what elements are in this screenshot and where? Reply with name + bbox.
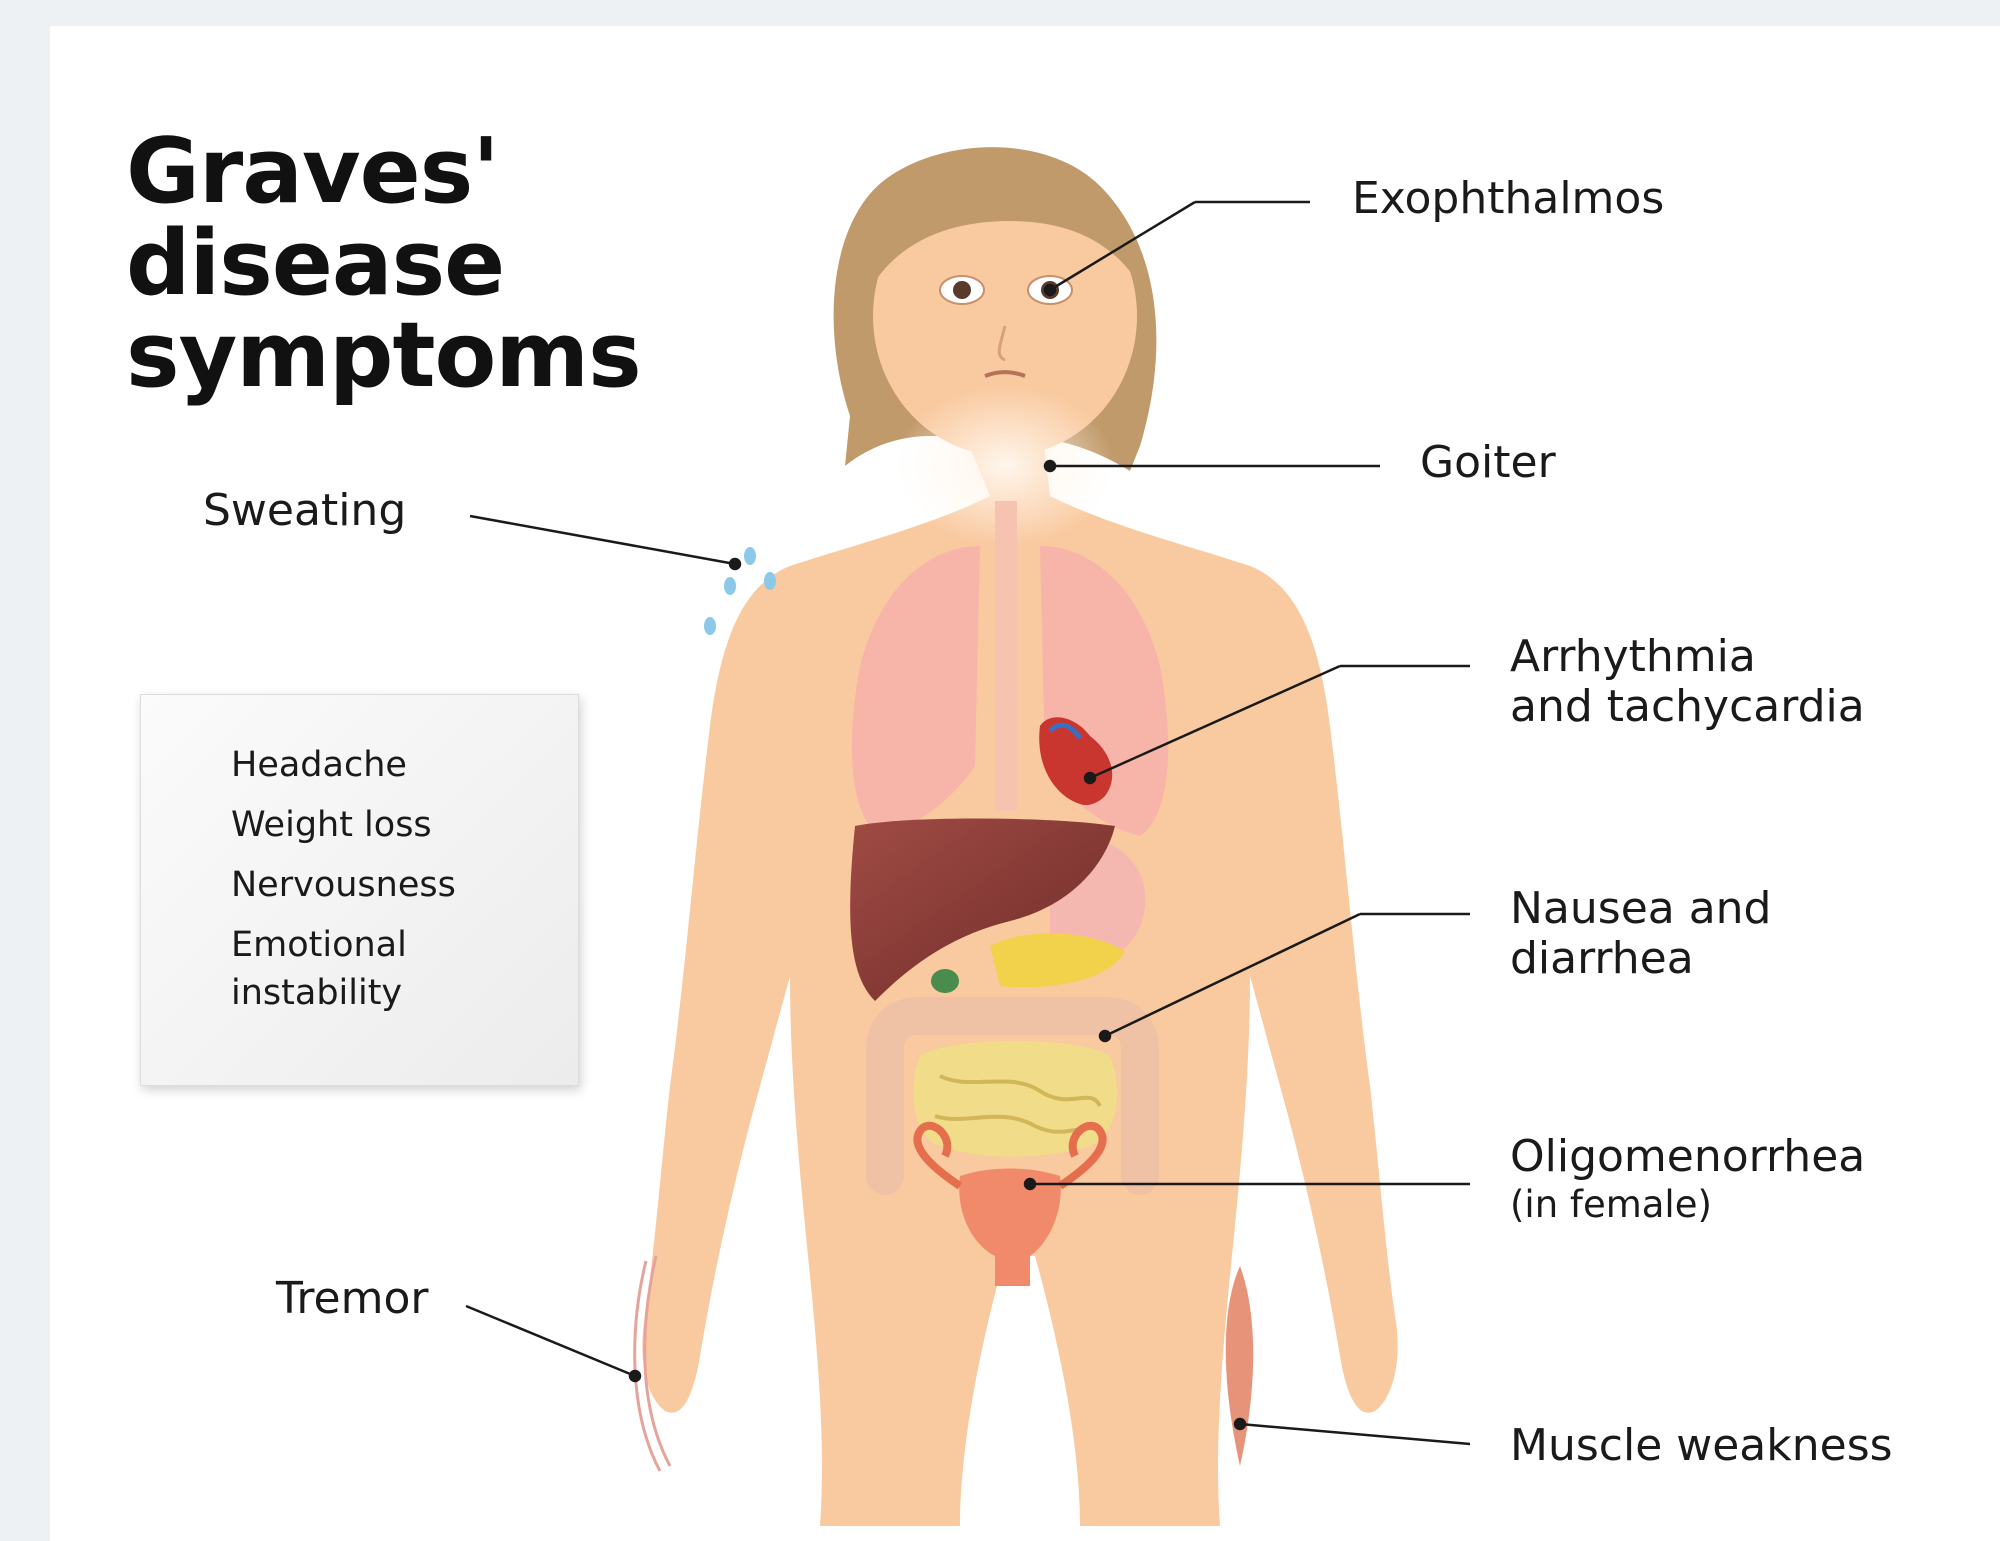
label-oligomenorrhea-line-1: Oligomenorrhea [1510,1132,1865,1182]
title-line-2: disease [126,218,641,310]
label-oligomenorrhea-line-2: (in female) [1510,1182,1865,1228]
label-arrhythmia-line-2: and tachycardia [1510,682,1865,732]
gallbladder [931,969,959,993]
general-symptom-item: Emotional instability [231,915,471,1017]
label-exophthalmos: Exophthalmos [1352,174,1664,224]
label-goiter: Goiter [1420,438,1556,488]
general-symptom-item: Headache [231,735,578,795]
general-symptom-item: Nervousness [231,855,578,915]
general-symptom-item: Weight loss [231,795,578,855]
general-symptoms-list: Headache Weight loss Nervousness Emotion… [141,695,578,1017]
label-arrhythmia: Arrhythmia and tachycardia [1510,632,1865,732]
title-line-3: symptoms [126,310,641,402]
diagram-title: Graves' disease symptoms [126,126,641,402]
trachea [995,501,1017,811]
label-tremor: Tremor [276,1274,428,1324]
general-symptoms-box: Headache Weight loss Nervousness Emotion… [140,694,579,1086]
muscle [1226,1266,1253,1466]
label-nausea-line-1: Nausea and [1510,884,1772,934]
label-sweating: Sweating [203,486,406,536]
label-oligomenorrhea: Oligomenorrhea (in female) [1510,1132,1865,1228]
label-muscle-weakness: Muscle weakness [1510,1421,1893,1471]
title-line-1: Graves' [126,126,641,218]
label-arrhythmia-line-1: Arrhythmia [1510,632,1865,682]
label-nausea: Nausea and diarrhea [1510,884,1772,984]
diagram-canvas: Graves' disease symptoms Exophthalmos Go… [50,26,2000,1541]
label-nausea-line-2: diarrhea [1510,934,1772,984]
